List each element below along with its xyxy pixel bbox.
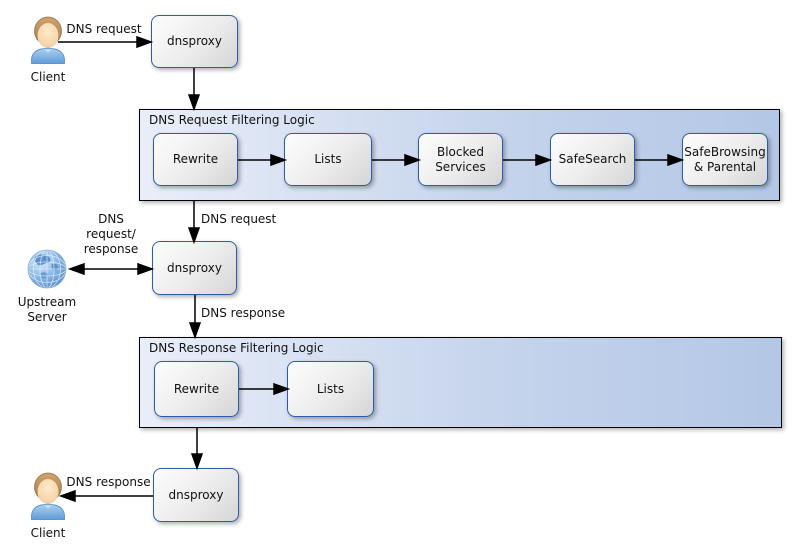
step-label: Rewrite — [173, 381, 220, 396]
request-filtering-title: DNS Request Filtering Logic — [149, 113, 315, 127]
step-node-request-rewrite: Rewrite — [153, 133, 238, 186]
step-label: Rewrite — [172, 152, 219, 166]
upstream-server-icon — [27, 249, 67, 292]
response-filtering-title: DNS Response Filtering Logic — [149, 341, 324, 355]
arrow-request-filter-to-proxy-head — [187, 227, 201, 245]
dnsproxy-node-mid: dnsproxy — [152, 241, 237, 295]
dnsproxy-top-label: dnsproxy — [167, 34, 222, 48]
dnsproxy-node-top: dnsproxy — [151, 15, 238, 68]
arrow-upstream-exchange-left-head — [67, 262, 85, 276]
edge-label-client-response: DNS response — [66, 475, 151, 489]
upstream-label-line1: Upstream — [17, 295, 77, 309]
edge-label-filtered-request: DNS request — [201, 212, 277, 226]
response-filtering-container: DNS Response Filtering Logic — [139, 337, 782, 428]
upstream-exchange-line1: DNS — [98, 212, 124, 226]
step-node-response-rewrite: Rewrite — [154, 361, 239, 417]
dnsproxy-bottom-label: dnsproxy — [168, 487, 224, 502]
step-label: Lists — [314, 152, 342, 166]
step-node-blocked-services: Blocked Services — [418, 133, 503, 186]
edge-label-upstream-exchange: DNS request/ response — [78, 212, 144, 257]
step-node-request-lists: Lists — [284, 133, 372, 186]
step-label: Blocked Services — [435, 144, 486, 174]
dnsproxy-mid-label: dnsproxy — [167, 260, 222, 275]
arrow-upstream-exchange-right-head — [137, 262, 155, 276]
upstream-server-label: Upstream Server — [0, 295, 94, 325]
arrow-proxy-to-request-filter-head — [187, 94, 201, 112]
dnsproxy-node-bottom: dnsproxy — [153, 468, 239, 522]
arrow-client-to-proxy-head — [136, 35, 154, 49]
client-icon-top — [28, 16, 68, 67]
client-label-top: Client — [30, 70, 66, 84]
upstream-exchange-line3: response — [83, 242, 139, 256]
upstream-exchange-line2: request/ — [86, 227, 136, 241]
step-label: SafeBrowsing & Parental — [684, 144, 766, 174]
step-node-response-lists: Lists — [287, 361, 374, 417]
edge-label-client-request: DNS request — [66, 22, 142, 36]
step-label: Lists — [316, 381, 345, 396]
arrow-proxy-to-response-filter-head — [188, 322, 202, 340]
edge-label-proxy-response: DNS response — [201, 306, 286, 320]
step-label: SafeSearch — [558, 152, 627, 166]
client-label-bottom: Client — [30, 526, 66, 540]
step-node-safebrowsing-parental: SafeBrowsing & Parental — [682, 133, 768, 186]
client-icon-bottom — [28, 472, 68, 523]
step-node-safesearch: SafeSearch — [550, 133, 635, 186]
upstream-label-line2: Server — [27, 310, 67, 324]
arrow-response-filter-to-proxy-head — [190, 453, 204, 471]
